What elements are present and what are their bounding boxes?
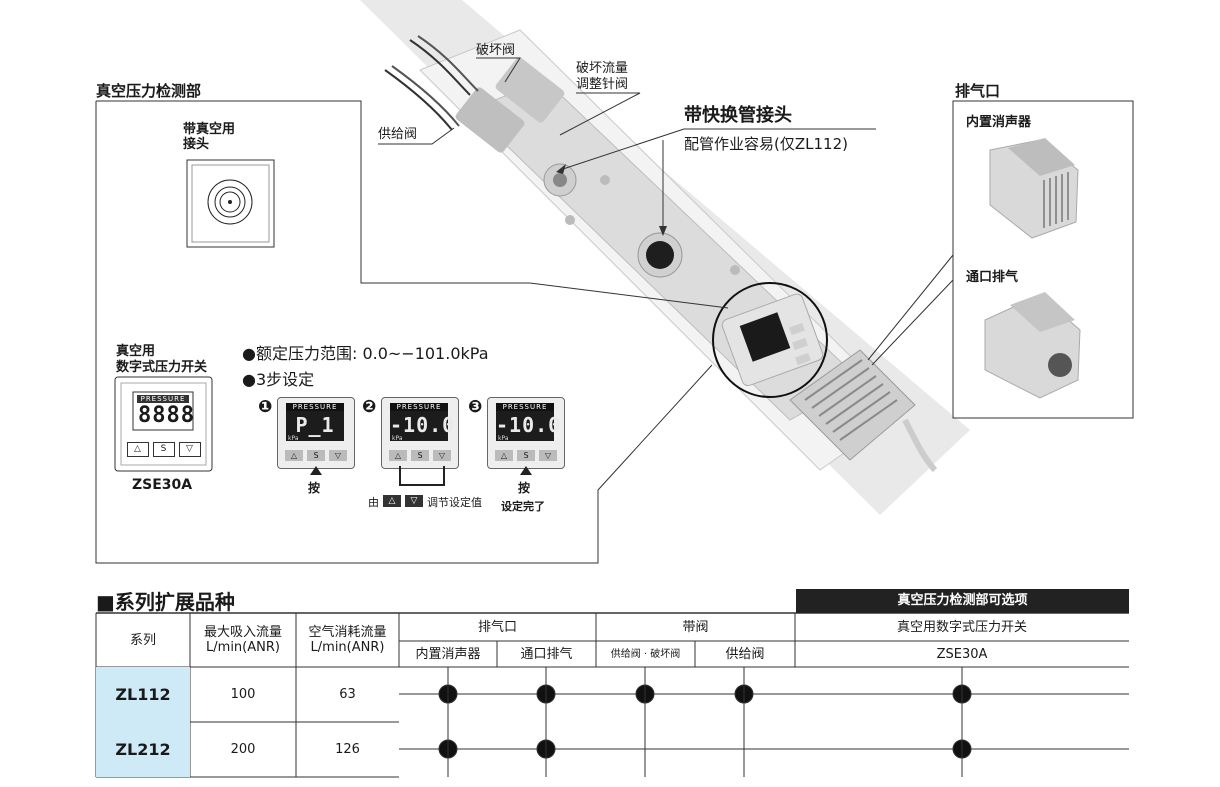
header-supply-valve: 供给阀: [725, 646, 765, 662]
step-pressure-label: PRESSURE: [496, 403, 554, 411]
step-switch: PRESSURE -10.0 kPa △ S ▽: [381, 397, 459, 469]
header-built-in-silencer: 内置消声器: [415, 646, 481, 662]
header-max-flow-line2: L/min(ANR): [206, 640, 280, 655]
header-port-exhaust: 通口排气: [520, 646, 573, 662]
break-flow-label-2: 调整针阀: [576, 77, 629, 92]
header-series: 系列: [129, 632, 156, 648]
header-zse30a: ZSE30A: [936, 646, 988, 662]
break-valve-label: 破坏阀: [476, 43, 516, 58]
header-digital-switch: 真空用数字式压力开关: [896, 619, 1027, 635]
digital-switch-label-2: 数字式压力开关: [116, 360, 208, 375]
step-display: -10.0: [390, 411, 454, 441]
press-caption: 按: [308, 481, 321, 495]
step-up-button: △: [495, 450, 513, 461]
exhaust-title: 排气口: [955, 82, 1001, 100]
built-in-silencer-image: [989, 138, 1079, 239]
step-unit: kPa: [498, 435, 509, 442]
step-s-button: S: [307, 450, 325, 461]
step-down-button: ▽: [539, 450, 557, 461]
step-down-button: ▽: [329, 450, 347, 461]
zse-down-button: ▽: [178, 442, 201, 457]
zse-display: 8888: [138, 403, 195, 428]
step-number: ❷: [362, 397, 377, 417]
step-switch: PRESSURE P_1 kPa △ S ▽: [277, 397, 355, 469]
zse-buttons: △ S ▽: [126, 442, 201, 457]
step-number: ❶: [258, 397, 273, 417]
max-flow-cell: 100: [230, 687, 256, 702]
options-header: 真空压力检测部可选项: [796, 589, 1129, 613]
break-flow-label-1: 破坏流量: [576, 61, 629, 76]
step-s-button: S: [411, 450, 429, 461]
step-down-button: ▽: [433, 450, 451, 461]
header-max-flow-line1: 最大吸入流量: [203, 625, 282, 640]
step-switch: PRESSURE -10.0 kPa △ S ▽: [487, 397, 565, 469]
header-with-valve: 带阀: [682, 619, 709, 635]
vacuum-section-title: 真空压力检测部: [96, 82, 202, 100]
adjust-prefix: 由: [368, 496, 379, 509]
step-unit: kPa: [392, 435, 403, 442]
series-cell: ZL212: [96, 722, 190, 777]
step-buttons: △ S ▽: [388, 450, 452, 461]
quick-fitting-title: 带快换管接头: [684, 105, 792, 126]
series-cell: ZL112: [96, 667, 190, 722]
option-lines: [399, 667, 1129, 777]
step-s-button: S: [517, 450, 535, 461]
step-display: P_1: [286, 411, 344, 441]
vacuum-fitting-label-1: 带真空用: [183, 122, 236, 137]
header-air-line2: L/min(ANR): [310, 640, 385, 655]
rated-range: ●额定压力范围: 0.0~−101.0kPa: [242, 344, 489, 363]
adjust-bracket: [399, 466, 445, 486]
adjust-suffix: 调节设定值: [427, 496, 482, 509]
step-pressure-label: PRESSURE: [286, 403, 344, 411]
press-arrow-icon: [520, 466, 532, 475]
step-number: ❸: [468, 397, 483, 417]
zse-pressure-label: PRESSURE: [137, 395, 189, 403]
port-exhaust-image: [984, 292, 1081, 399]
port-exhaust-label: 通口排气: [966, 270, 1019, 285]
header-exhaust-port: 排气口: [477, 619, 517, 635]
adjust-up-icon: △: [383, 495, 401, 507]
supply-valve-block: [455, 87, 525, 153]
adjust-down-icon: ▽: [405, 495, 423, 507]
max-flow-cell: 200: [230, 742, 256, 757]
step-up-button: △: [389, 450, 407, 461]
step-display: -10.0: [496, 411, 560, 441]
vacuum-fitting-label-2: 接头: [183, 137, 210, 152]
step-buttons: △ S ▽: [494, 450, 558, 461]
step-unit: kPa: [288, 435, 299, 442]
quick-fitting-sub: 配管作业容易(仅ZL112): [684, 135, 848, 153]
magnifier-circle: [712, 282, 828, 398]
header-air-line1: 空气消耗流量: [308, 625, 387, 640]
zse-model-label: ZSE30A: [132, 477, 193, 493]
air-consumption-cell: 63: [339, 687, 356, 702]
break-valve-block: [495, 57, 565, 123]
header-air-consumption: 空气消耗流量 L/min(ANR): [296, 613, 399, 667]
press-caption: 按: [518, 481, 531, 495]
air-consumption-cell: 126: [335, 742, 360, 757]
zse-s-button: S: [152, 442, 175, 457]
press-arrow-icon: [310, 466, 322, 475]
zse-up-button: △: [126, 442, 149, 457]
step-buttons: △ S ▽: [284, 450, 348, 461]
three-steps: ●3步设定: [242, 370, 315, 389]
built-in-silencer-label: 内置消声器: [966, 115, 1032, 130]
digital-switch-label-1: 真空用: [116, 344, 156, 359]
header-supply-break-valve: 供给阀 · 破坏阀: [610, 648, 681, 660]
step-pressure-label: PRESSURE: [390, 403, 448, 411]
table-title: ■系列扩展品种: [96, 590, 235, 614]
header-max-flow: 最大吸入流量 L/min(ANR): [190, 613, 296, 667]
setting-done: 设定完了: [501, 500, 545, 513]
supply-valve-label: 供给阀: [378, 127, 418, 142]
step-up-button: △: [285, 450, 303, 461]
